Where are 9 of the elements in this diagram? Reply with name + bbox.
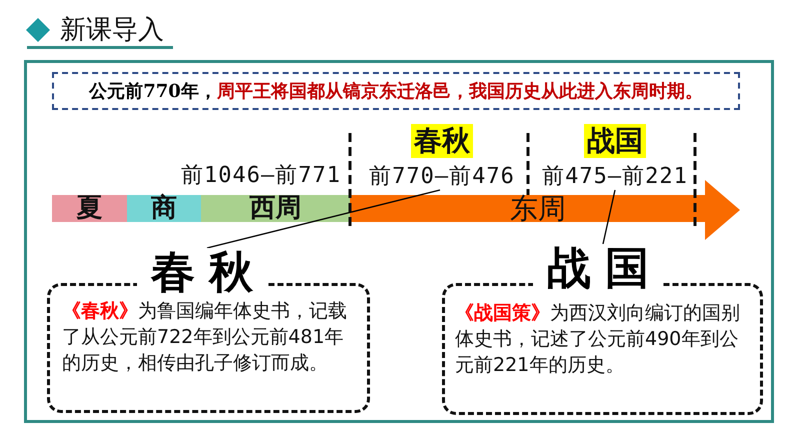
period-label: 春秋 (411, 124, 473, 158)
timeline-segment: 夏 (52, 195, 127, 222)
date-range: 前1046—前771 (180, 163, 342, 189)
timeline-segment: 西周 (201, 195, 350, 222)
page-title: 新课导入 (60, 14, 164, 46)
timeline-segment: 商 (127, 195, 201, 222)
note-box: 公元前770年，周平王将国都从镐京东迁洛邑，我国历史从此进入东周时期。 (52, 72, 740, 110)
period-label: 战国 (584, 124, 646, 158)
leader-line (206, 189, 440, 249)
